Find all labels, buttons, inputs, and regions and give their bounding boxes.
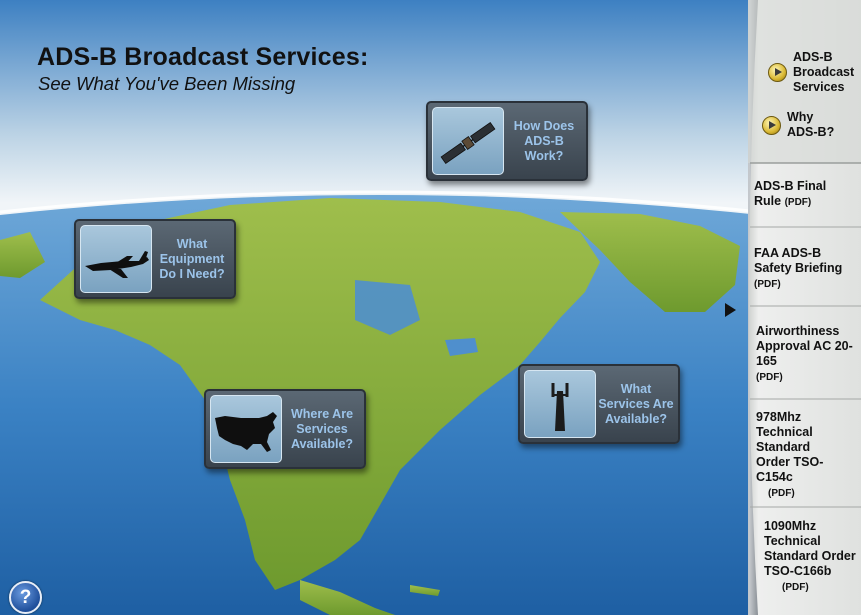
doc-faa-safety-briefing-label: FAA ADS-B Safety Briefing <box>754 246 843 275</box>
what-equipment-card[interactable]: What Equipment Do I Need? <box>74 219 236 299</box>
doc-airworthiness-approval-label: Airworthiness Approval AC 20-165 <box>756 324 853 368</box>
how-does-adsb-work-card[interactable]: How Does ADS-B Work? <box>426 101 588 181</box>
what-services-available-card[interactable]: What Services Are Available? <box>518 364 680 444</box>
radio-tower-thumbnail <box>524 370 596 438</box>
doc-1090mhz-tso[interactable]: 1090Mhz Technical Standard Order TSO-C16… <box>764 519 856 595</box>
what-services-available-label: What Services Are Available? <box>598 381 674 426</box>
pdf-tag: (PDF) <box>756 372 783 383</box>
satellite-thumbnail <box>432 107 504 175</box>
doc-adsb-final-rule-label: ADS-B Final Rule <box>754 179 827 208</box>
pdf-tag: (PDF) <box>782 582 809 593</box>
help-icon: ? <box>19 586 32 608</box>
satellite-icon <box>440 121 496 165</box>
pdf-tag: (PDF) <box>768 488 795 499</box>
play-icon <box>762 115 781 135</box>
doc-978mhz-tso[interactable]: 978Mhz Technical Standard Order TSO-C154… <box>756 410 846 501</box>
help-button[interactable]: ? <box>9 581 42 614</box>
sidebar-panel-background <box>748 0 861 615</box>
usa-map-icon <box>215 412 277 452</box>
radio-tower-icon <box>551 383 569 431</box>
doc-adsb-final-rule[interactable]: ADS-B Final Rule (PDF) <box>754 179 854 210</box>
doc-978mhz-tso-label: 978Mhz Technical Standard Order TSO-C154… <box>756 410 824 484</box>
nav-adsb-broadcast-services[interactable]: ADS-B Broadcast Services <box>768 50 861 95</box>
usa-map-thumbnail <box>210 395 282 463</box>
nav-why-adsb[interactable]: Why ADS-B? <box>762 110 837 140</box>
doc-1090mhz-tso-label: 1090Mhz Technical Standard Order TSO-C16… <box>764 519 856 578</box>
nav-why-adsb-label: Why ADS-B? <box>787 110 835 139</box>
how-does-adsb-work-label: How Does ADS-B Work? <box>513 118 575 163</box>
doc-faa-safety-briefing[interactable]: FAA ADS-B Safety Briefing (PDF) <box>754 246 854 292</box>
jet-thumbnail <box>80 225 152 293</box>
pdf-tag: (PDF) <box>754 279 781 290</box>
where-services-available-label: Where Are Services Available? <box>290 406 354 451</box>
doc-airworthiness-approval[interactable]: Airworthiness Approval AC 20-165 (PDF) <box>756 324 856 385</box>
nav-adsb-broadcast-services-label: ADS-B Broadcast Services <box>793 50 855 94</box>
where-services-available-card[interactable]: Where Are Services Available? <box>204 389 366 469</box>
page-title: ADS-B Broadcast Services: <box>37 43 369 71</box>
pdf-tag: (PDF) <box>784 197 812 208</box>
play-icon <box>768 63 787 82</box>
jet-icon <box>85 251 149 278</box>
page-subtitle: See What You've Been Missing <box>38 73 296 94</box>
what-equipment-label: What Equipment Do I Need? <box>159 236 225 281</box>
sidebar-pointer-icon <box>725 303 736 317</box>
